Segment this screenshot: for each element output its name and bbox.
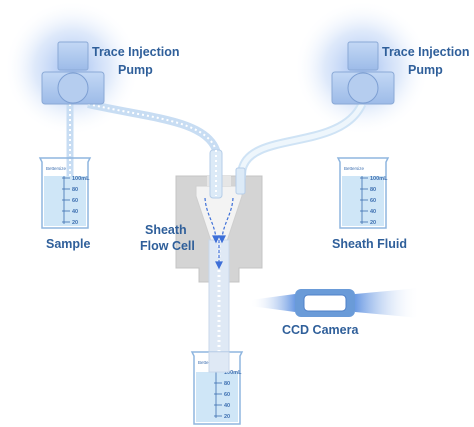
beaker-tick-label: 60 [370,198,376,204]
beaker-tick-label: 80 [370,187,376,193]
beaker-brand: Bettersize [46,166,67,171]
beaker-brand: Bettersize [344,166,365,171]
beaker-tick-label: 100mL [224,370,242,376]
pump-left-label-line1: Trace Injection [92,45,180,59]
flow-cell-label-line1: Sheath [145,223,187,237]
beaker-tick-label: 60 [72,198,78,204]
sheath-tube [235,101,367,191]
syringe-pump-icon [41,41,105,105]
sample-label: Sample [46,237,91,251]
sheath-fluid-label: Sheath Fluid [332,237,407,251]
beaker-tick-label: 100mL [370,176,388,182]
beaker-tick-label: 80 [224,381,230,387]
beaker-tick-label: 100mL [72,176,90,182]
pump-right-label-line1: Trace Injection [382,45,470,59]
flow-cell-label-line2: Flow Cell [140,239,195,253]
flow-cell-nozzle [209,149,246,199]
sample-tube [66,100,220,190]
beaker-tick-label: 40 [370,209,376,215]
beaker-tick-label: 20 [72,220,78,226]
syringe-pump-icon [331,41,395,105]
flow-arrows [204,197,234,270]
camera-icon [250,288,420,318]
beaker-tick-label: 80 [72,187,78,193]
beaker-tick-label: 40 [72,209,78,215]
beaker-icon: Bettersize 100mL 80 60 40 20 [336,157,390,229]
beaker-tick-label: 20 [224,414,230,420]
beaker-icon: Bettersize 100mL 80 60 40 20 [190,351,244,425]
beaker-tick-label: 40 [224,403,230,409]
camera-label: CCD Camera [282,323,359,337]
beaker-brand: Bettersize [198,360,219,365]
beaker-tick-label: 20 [370,220,376,226]
pump-left-label-line2: Pump [118,63,153,77]
beaker-icon: Bettersize 100mL 80 60 40 20 [38,157,92,229]
pump-right-label-line2: Pump [408,63,443,77]
beaker-tick-label: 60 [224,392,230,398]
